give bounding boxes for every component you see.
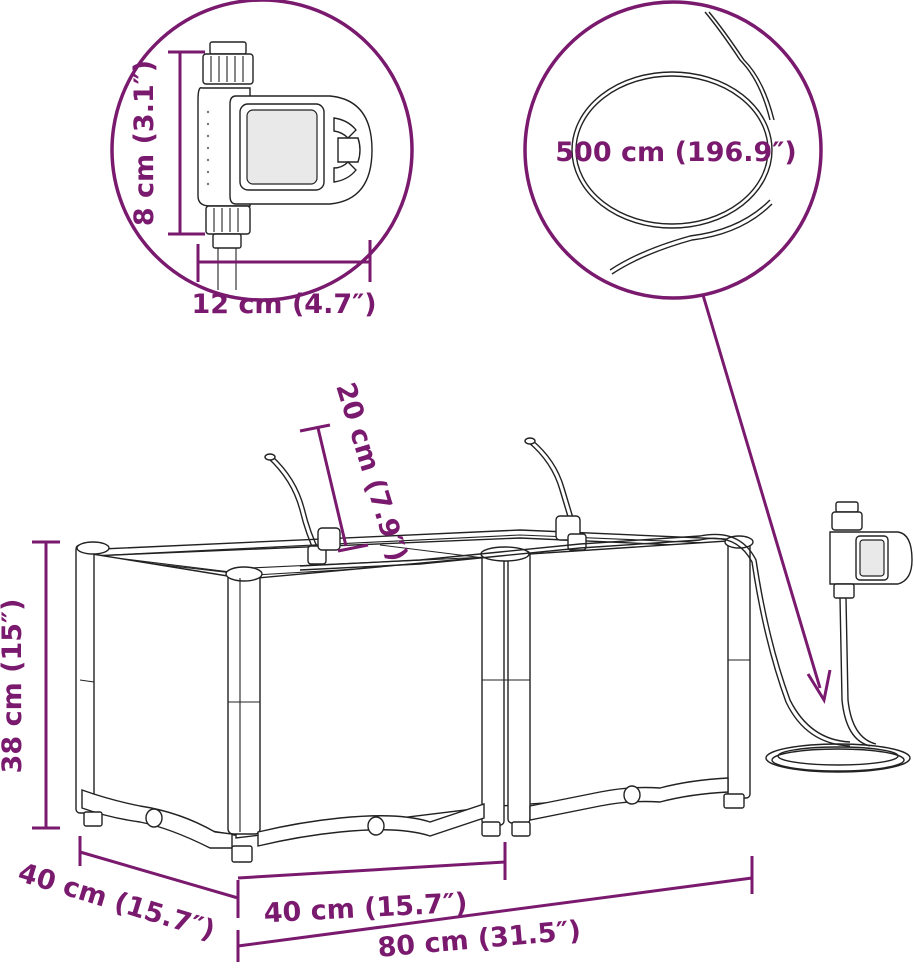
timer-height-label: 8 cm (3.1″) (129, 60, 160, 226)
hose-detail-callout: 500 cm (196.9″) (523, 0, 823, 300)
drip-stake-icon (264, 437, 851, 747)
stake-dimension-line (316, 427, 348, 547)
hose-coil-icon (571, 11, 775, 275)
planter-height-label: 38 cm (15″) (0, 599, 28, 774)
hose-callout-circle (523, 0, 823, 300)
raised-planter-icon (75, 529, 754, 863)
planter-depth-label: 40 cm (15.7″) (14, 857, 218, 946)
small-timer-with-hose (765, 501, 913, 773)
water-timer-icon (197, 41, 373, 290)
timer-detail-callout: 8 cm (3.1″) 12 cm (4.7″) (110, 0, 414, 320)
callout-arrow (701, 294, 832, 705)
hose-length-label: 500 cm (196.9″) (555, 137, 796, 168)
module-width-label: 40 cm (15.7″) (263, 888, 468, 930)
timer-width-label: 12 cm (4.7″) (191, 289, 376, 320)
